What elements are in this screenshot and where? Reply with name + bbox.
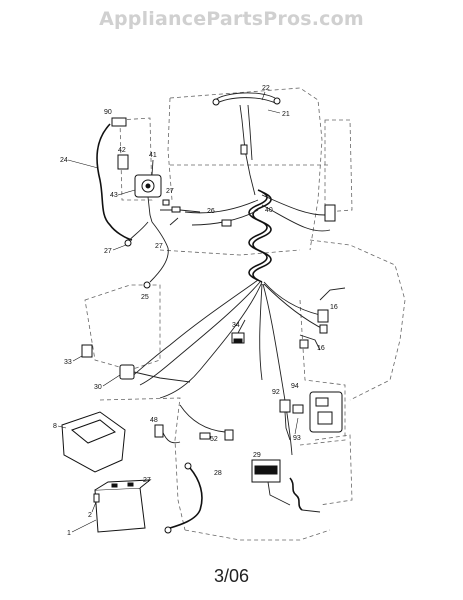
callout-90: 90 xyxy=(104,109,112,116)
lower-right-modules xyxy=(251,391,343,513)
callout-27: 27 xyxy=(143,477,151,484)
callout-34: 34 xyxy=(232,322,240,329)
callout-1: 1 xyxy=(67,530,71,537)
callout-29: 29 xyxy=(253,452,261,459)
callout-94: 94 xyxy=(291,383,299,390)
callouts: 22 21 90 24 42 41 43 27 27 27 26 40 25 1… xyxy=(53,85,338,537)
callout-22: 22 xyxy=(262,85,270,92)
callout-24: 24 xyxy=(60,157,68,164)
callout-16: 16 xyxy=(317,345,325,352)
seat-switch-assembly xyxy=(212,92,281,196)
watermark: AppliancePartsPros.com xyxy=(99,8,364,30)
tractor-outline xyxy=(84,87,406,541)
connectors xyxy=(81,204,346,383)
callout-27: 27 xyxy=(155,243,163,250)
callout-25: 25 xyxy=(141,294,149,301)
callout-8: 8 xyxy=(53,423,57,430)
callout-41: 41 xyxy=(149,152,157,159)
callout-40: 40 xyxy=(265,207,273,214)
callout-2: 2 xyxy=(88,512,92,519)
callout-26: 26 xyxy=(207,208,215,215)
callout-43: 43 xyxy=(110,192,118,199)
callout-92: 92 xyxy=(272,389,280,396)
callout-28: 28 xyxy=(214,470,222,477)
callout-30: 30 xyxy=(94,384,102,391)
callout-52: 52 xyxy=(210,436,218,443)
battery-assembly xyxy=(61,404,234,534)
callout-27: 27 xyxy=(166,188,174,195)
callout-21: 21 xyxy=(282,111,290,118)
callout-93: 93 xyxy=(293,435,301,442)
callout-27: 27 xyxy=(104,248,112,255)
callout-16: 16 xyxy=(330,304,338,311)
callout-33: 33 xyxy=(64,359,72,366)
callout-48: 48 xyxy=(150,417,158,424)
main-harness-coil xyxy=(129,189,331,456)
callout-42: 42 xyxy=(118,147,126,154)
page-footer: 3/06 xyxy=(213,566,250,586)
ignition-switch-assembly xyxy=(96,117,232,289)
